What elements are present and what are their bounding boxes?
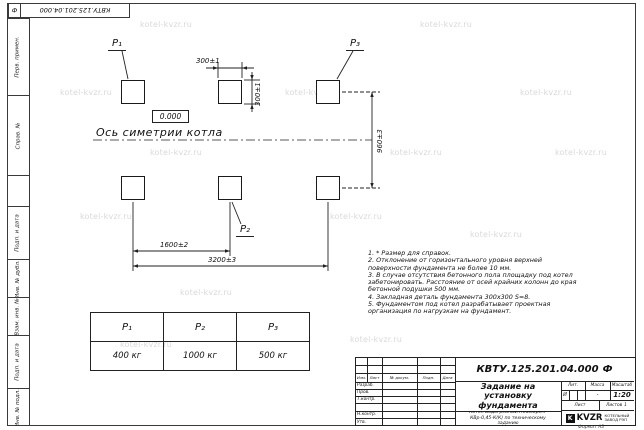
load-table-header-p2: Р₂ [163, 312, 237, 342]
tb-scale-value: 1:20 [613, 391, 631, 399]
load-table-value-p2: 1000 кг [163, 341, 237, 371]
margin-label: Справ. № [15, 122, 22, 149]
dim-pad-width: 300±1 [196, 57, 220, 65]
note-5: 5. Фундаментом под котел разрабатывает п… [368, 300, 551, 316]
tb-doc-title: Задание на установку фундамента [455, 381, 561, 411]
tb-mass-value: - [596, 392, 599, 398]
tb-litera-label: Лит. [568, 383, 578, 388]
company-name: KVZR [576, 413, 603, 423]
note-3: 3. В случае отсутствия бетонного пола пл… [368, 270, 577, 294]
corner-designation-suffix: Ф [9, 4, 21, 17]
sheet-inner-frame-line [29, 17, 31, 426]
note-1: 1. * Размер для справок. [368, 249, 451, 257]
load-table-value-row: 400 кг 1000 кг 500 кг [90, 341, 310, 371]
load-table-header-row: Р₁ Р₂ Р₃ [90, 312, 310, 342]
load-table: Р₁ Р₂ Р₃ 400 кг 1000 кг 500 кг [90, 312, 310, 371]
tb-designation-number: КВТУ.125.201.04.000 [476, 364, 599, 375]
margin-cell-vzam-inv: Взам. инв. № [7, 297, 29, 335]
format-label: Формат А3 [578, 424, 605, 430]
margin-cell-inv-dubl: Инв. № дубл. [7, 259, 29, 297]
foundation-pad-top-right [316, 80, 340, 104]
tb-sheets-cell: Листов 1 [599, 400, 634, 410]
note-2: 2. Отклонение от горизонтального уровня … [368, 256, 543, 272]
margin-cell-podp-data-2: Подп. и дата [7, 335, 29, 388]
tb-doc-title-text: Задание на установку фундамента [478, 381, 538, 410]
tb-product: Котел Водогрейный Heatexpert- КВр-0,45-К… [455, 411, 561, 426]
tb-row-prov: Пров. [357, 390, 370, 395]
point-label-p2: Р₂ [236, 224, 255, 237]
tb-litera-value: И [563, 392, 567, 398]
margin-label: Инв. № дубл. [15, 259, 22, 297]
margin-cell-sprav-n: Справ. № [7, 95, 29, 175]
tb-header-list: Лист [369, 375, 380, 380]
load-table-value-p1: 400 кг [90, 341, 164, 371]
corner-designation-number: КВТУ.125.201.04.000 [39, 6, 111, 15]
foundation-pad-bottom-middle [218, 176, 242, 200]
company-subtitle-line1: КОТЕЛЬНЫЙ [604, 412, 630, 418]
tb-header-data: Дата [442, 375, 453, 380]
company-logo-mark-icon: K [565, 413, 575, 423]
point-label-p1: Р₁ [108, 38, 127, 51]
tb-designation: КВТУ.125.201.04.000 Ф [455, 358, 634, 381]
company-subtitle: КОТЕЛЬНЫЙ ЗАВОД РЭП [604, 412, 630, 422]
margin-label: Инв. № подл. [15, 388, 22, 426]
margin-cell-podp-data-1: Подп. и дата [7, 206, 29, 259]
tb-designation-suffix: Ф [602, 364, 613, 375]
margin-cell-perv-primen: Перв. примен. [7, 18, 29, 95]
load-table-header-p1: Р₁ [90, 312, 164, 342]
tb-row-razrab: Разраб. [357, 383, 374, 388]
note-4: 4. Закладная деталь фундамента 300х300 S… [368, 292, 531, 301]
margin-cell-empty [7, 175, 29, 206]
title-block: Изм. Лист № докум. Подп. Дата Разраб. Пр… [355, 357, 636, 426]
load-table-value-p3: 500 кг [236, 341, 310, 371]
level-mark: 0.000 [152, 110, 189, 123]
tb-sheet-label: Лист [574, 402, 586, 408]
tb-sheets-label: Листов [606, 402, 623, 408]
foundation-pad-top-middle [218, 80, 242, 104]
margin-cell-inv-podl: Инв. № подл. [7, 388, 29, 426]
point-label-p3: Р₃ [346, 38, 365, 51]
sheet-frame [7, 3, 636, 426]
margin-label: Подп. и дата [15, 214, 21, 252]
notes-block: 1. * Размер для справок. 2. Отклонение о… [368, 249, 578, 316]
tb-header-izm: Изм. [356, 375, 367, 380]
tb-scale-label: Масштаб [611, 383, 633, 388]
foundation-pad-top-left [121, 80, 145, 104]
foundation-pad-bottom-left [121, 176, 145, 200]
company-logo: K KVZR КОТЕЛЬНЫЙ ЗАВОД РЭП [565, 412, 630, 423]
margin-label: Подп. и дата [15, 343, 21, 381]
tb-header-podp: Подп. [422, 375, 435, 380]
tb-row-nkontr: Н.контр. [357, 412, 377, 417]
margin-label: Взам. инв. № [15, 297, 21, 335]
load-table-header-p3: Р₃ [236, 312, 310, 342]
margin-label: Перв. примен. [15, 36, 22, 78]
dim-pad-height: 300±1 [254, 82, 262, 106]
tb-sheets-value: 1 [624, 402, 627, 408]
tb-row-tkontr: Т.контр. [357, 397, 376, 402]
dim-row-spacing: 960±3 [376, 129, 384, 153]
tb-header-ndoc: № докум. [389, 375, 410, 380]
company-subtitle-line2: ЗАВОД РЭП [604, 417, 628, 422]
foundation-pad-bottom-right [316, 176, 340, 200]
tb-row-utv: Утв. [357, 419, 367, 425]
axis-of-symmetry-label: Ось симетрии котла [96, 126, 223, 139]
corner-designation-stamp: КВТУ.125.201.04.000 Ф [8, 3, 130, 18]
dim-total-span: 3200±3 [208, 256, 237, 264]
tb-product-text: Котел Водогрейный Heatexpert- КВр-0,45-К… [469, 411, 547, 426]
tb-company-cell: K KVZR КОТЕЛЬНЫЙ ЗАВОД РЭП [561, 410, 634, 426]
tb-mass-label: Масса [590, 383, 605, 388]
dim-col-spacing: 1600±2 [160, 241, 189, 249]
